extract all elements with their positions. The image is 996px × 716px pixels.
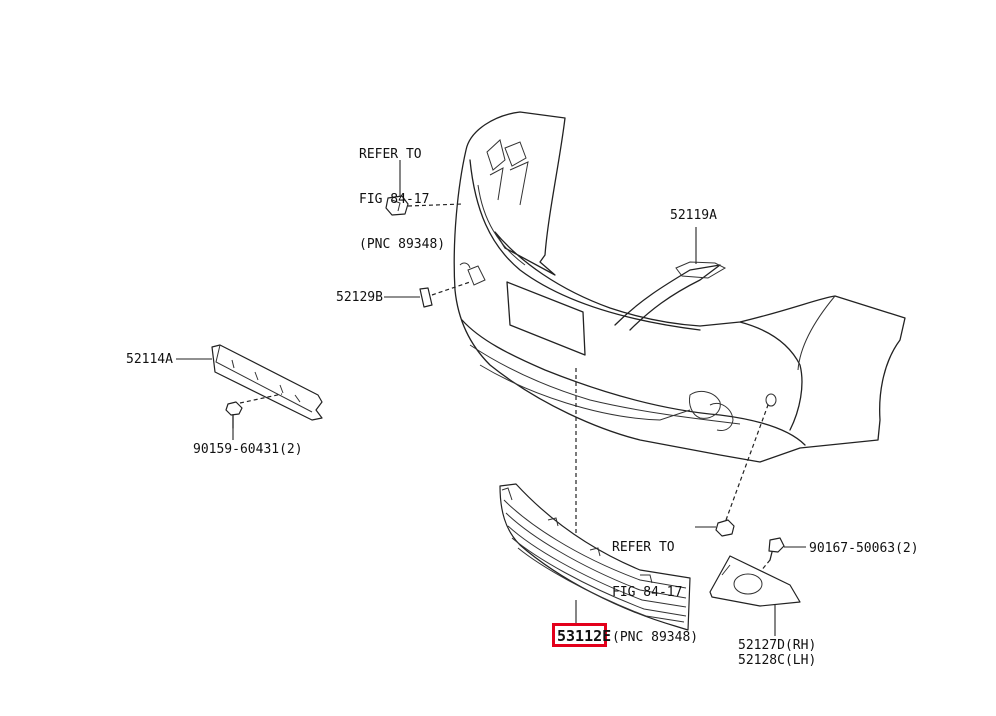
highlight-box-53112e[interactable]: 53112E	[552, 623, 612, 647]
ref-upper-line2: FIG 84-17	[359, 192, 430, 207]
part-number-52127d[interactable]: 52127D(RH)	[738, 638, 817, 653]
ref-lower-line1: REFER TO	[612, 540, 675, 555]
part-number-52114a[interactable]: 52114A	[126, 352, 173, 367]
part-number-52129b[interactable]: 52129B	[336, 290, 383, 305]
ref-upper-line1: REFER TO	[359, 147, 422, 162]
part-52129b	[384, 281, 471, 308]
ref-lower-line2: FIG 84-17	[612, 585, 683, 600]
part-53112e-lower-grille	[499, 483, 691, 631]
part-number-52128c[interactable]: 52128C(LH)	[738, 653, 817, 668]
clip-upper-left	[385, 160, 463, 216]
part-number-52119a[interactable]: 52119A	[670, 208, 717, 223]
part-number-90159[interactable]: 90159-60431(2)	[193, 442, 303, 457]
front-bumper-cover	[453, 111, 906, 463]
ref-label-lower: REFER TO FIG 84-17 (PNC 89348)	[612, 510, 698, 675]
bolt-90159	[225, 401, 243, 440]
ref-label-upper: REFER TO FIG 84-17 (PNC 89348)	[359, 117, 445, 282]
part-number-90167[interactable]: 90167-50063(2)	[809, 541, 919, 556]
ref-upper-line3: (PNC 89348)	[359, 237, 446, 252]
clip-lower-right	[695, 404, 769, 537]
ref-lower-line3: (PNC 89348)	[612, 630, 699, 645]
part-52127d-fog-cover	[709, 555, 801, 636]
part-52114a-bracket	[176, 344, 323, 421]
screw-90167	[759, 537, 806, 573]
part-number-53112e[interactable]: 53112E	[557, 627, 612, 645]
